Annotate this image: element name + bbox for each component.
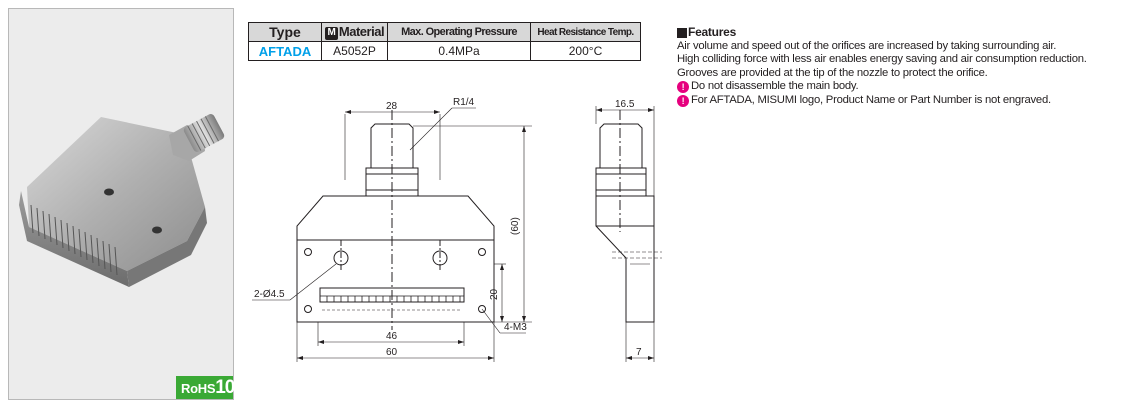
rohs-badge-number: 10 <box>215 377 235 398</box>
features-heading: Features <box>677 25 1143 40</box>
cell-pressure: 0.4MPa <box>387 41 531 61</box>
dim-hole-dia: 2-Ø4.5 <box>254 289 285 300</box>
header-material-label: Material <box>338 24 385 39</box>
cell-material: A5052P <box>321 41 388 61</box>
feature-line: High colliding force with less air enabl… <box>677 53 1087 65</box>
dim-hole-pitch: 46 <box>386 331 398 342</box>
mount-hole-right <box>432 250 448 266</box>
lightbulb-icon: ! <box>677 94 689 107</box>
square-bullet-icon <box>677 27 687 38</box>
dim-side-width: 16.5 <box>615 99 635 110</box>
features-section: Features Air volume and speed out of the… <box>677 25 1143 108</box>
feature-line: Air volume and speed out of the orifices… <box>677 39 1057 52</box>
rohs-badge: RoHS10 <box>176 376 235 399</box>
header-heat: Heat Resistance Temp. <box>530 22 641 42</box>
note-item: !Do not disassemble the main body. <box>677 80 1143 94</box>
dim-slot-height: 20 <box>489 288 500 300</box>
rohs-badge-text: RoHS <box>181 381 216 396</box>
feature-line: Grooves are provided at the tip of the n… <box>677 66 988 79</box>
table-row: AFTADA A5052P 0.4MPa 200°C <box>248 41 641 61</box>
header-pressure: Max. Operating Pressure <box>387 22 531 42</box>
note-text: Do not disassemble the main body. <box>691 80 859 92</box>
material-badge-icon: M <box>324 27 338 40</box>
dim-height-total: (60) <box>510 217 521 235</box>
product-photo <box>19 114 225 287</box>
dim-tapped: 4-M3 <box>504 322 527 333</box>
dim-width-total: 60 <box>386 347 398 358</box>
dim-side-thick: 7 <box>636 347 642 358</box>
mount-hole-left <box>333 250 349 266</box>
lightbulb-icon: ! <box>677 81 689 93</box>
features-heading-text: Features <box>688 25 737 39</box>
note-item: !For AFTADA, MISUMI logo, Product Name o… <box>677 94 1143 108</box>
side-view <box>599 123 643 168</box>
cell-heat: 200°C <box>530 41 641 61</box>
front-view-body <box>296 195 495 323</box>
dim-width-top: 28 <box>386 101 398 112</box>
product-photo-panel: RoHS10 <box>8 8 235 400</box>
note-text: For AFTADA, MISUMI logo, Product Name or… <box>691 93 1051 106</box>
dim-thread: R1/4 <box>453 97 475 108</box>
